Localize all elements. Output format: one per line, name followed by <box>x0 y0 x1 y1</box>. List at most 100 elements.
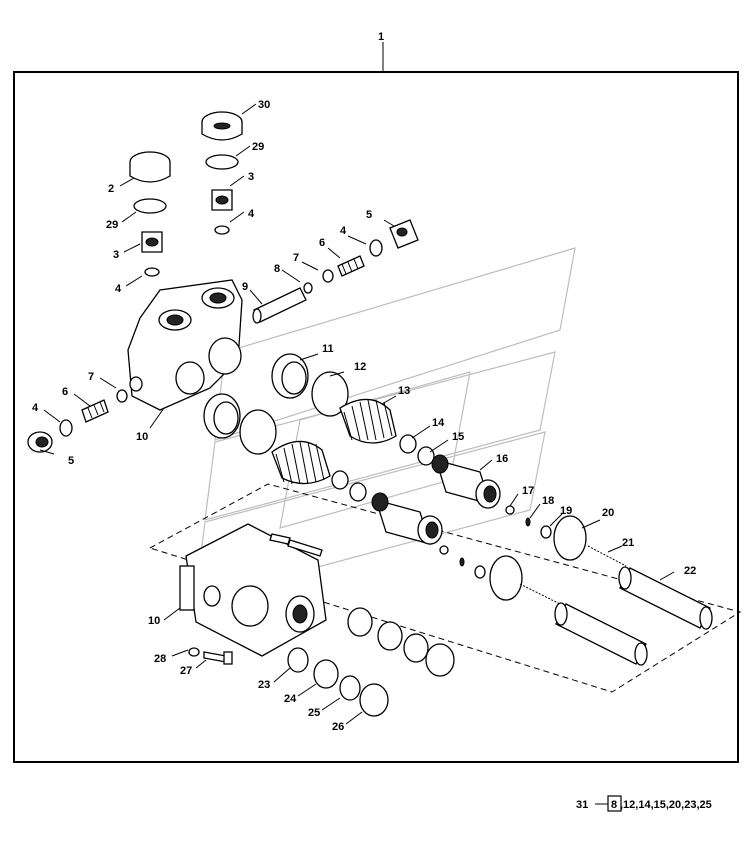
seal-23 <box>287 647 309 673</box>
spring-21 <box>587 545 627 567</box>
cap-22 <box>618 566 713 630</box>
callout-label: 27 <box>180 665 192 677</box>
ball-17 <box>505 505 515 515</box>
fitting-3-upper <box>211 189 233 211</box>
callout-label: 26 <box>332 721 344 733</box>
plug-5-right <box>389 219 419 249</box>
washer-28 <box>188 647 200 657</box>
callout-label: 17 <box>522 485 534 497</box>
ring-15 <box>417 446 435 466</box>
diagram-frame <box>13 71 739 763</box>
spring-13-lower <box>271 440 331 485</box>
seal-right-c <box>403 633 429 663</box>
leader-lines <box>39 103 675 725</box>
ring-19 <box>540 525 552 539</box>
o-ring-left <box>239 409 277 455</box>
kit-number: 31 <box>576 799 588 811</box>
pin-18 <box>525 517 531 527</box>
kit-reference: 31 8 ,12,14,15,20,23,25 <box>576 795 712 812</box>
callout-label: 15 <box>452 431 464 443</box>
spring-6-left <box>81 399 109 423</box>
callout-label: 6 <box>319 237 325 249</box>
callout-label: 20 <box>602 507 614 519</box>
spring-21-lower <box>519 583 561 605</box>
ring-8 <box>303 282 313 294</box>
o-ring-12 <box>311 371 349 417</box>
callout-label: 24 <box>284 693 297 705</box>
spool-9 <box>252 287 307 324</box>
pin-18-lower <box>459 557 465 567</box>
callout-label: 3 <box>113 249 119 261</box>
ring-19-lower <box>474 565 486 579</box>
callout-label: 4 <box>115 283 122 295</box>
callout-label: 21 <box>622 537 634 549</box>
seal-24 <box>313 659 339 689</box>
o-ring-20 <box>553 515 587 561</box>
cap-2 <box>129 151 171 183</box>
seal-25 <box>339 675 361 701</box>
kit-boxed-item: 8 <box>611 799 617 811</box>
callout-label: 7 <box>293 252 299 264</box>
callout-label: 29 <box>106 219 118 231</box>
callout-label: 18 <box>542 495 554 507</box>
callout-label: 7 <box>88 371 94 383</box>
callout-assembly: 1 <box>378 31 384 43</box>
bolt-27 <box>203 651 233 665</box>
seal-right-b <box>377 621 403 651</box>
callout-label: 10 <box>148 615 160 627</box>
fitting-3-left <box>141 231 163 253</box>
o-ring-4-upper <box>214 225 230 235</box>
callout-label: 5 <box>68 455 74 467</box>
callout-label: 10 <box>136 431 148 443</box>
o-ring-14 <box>399 434 417 454</box>
sub-assembly-dashed-outline <box>148 483 742 693</box>
bolt-upper-sub <box>269 533 323 557</box>
plug-5-left <box>27 431 53 453</box>
kit-bracket <box>607 795 622 812</box>
o-ring-20-lower <box>489 555 523 601</box>
ring-left-15 <box>349 482 367 502</box>
callout-label: 4 <box>340 225 347 237</box>
callout-label: 30 <box>258 99 270 111</box>
valve-body-upper <box>127 279 243 411</box>
cap-22-lower <box>554 602 648 666</box>
callout-label: 16 <box>496 453 508 465</box>
callout-label: 29 <box>252 141 264 153</box>
callout-label: 28 <box>154 653 166 665</box>
callout-label: 8 <box>274 263 280 275</box>
o-ring-4-right <box>369 239 383 257</box>
o-ring-left-14 <box>331 470 349 490</box>
callout-label: 22 <box>684 565 696 577</box>
washer-7-left <box>116 389 128 403</box>
o-ring-29-left <box>133 198 167 214</box>
callout-label: 23 <box>258 679 270 691</box>
seal-right-a <box>347 607 373 637</box>
o-ring-26 <box>359 683 389 717</box>
callout-label: 12 <box>354 361 366 373</box>
seal-11 <box>271 353 309 399</box>
valve-body-lower <box>179 523 327 657</box>
callout-label: 13 <box>398 385 410 397</box>
callout-label: 11 <box>322 343 334 355</box>
o-ring-4-left-side <box>59 419 73 437</box>
callout-label: 3 <box>248 171 254 183</box>
kit-items: ,12,14,15,20,23,25 <box>620 799 712 811</box>
callout-label: 4 <box>32 402 39 414</box>
callout-label: 9 <box>242 281 248 293</box>
o-ring-4-left <box>144 267 160 277</box>
plug-30 <box>201 111 243 141</box>
seal-left <box>203 393 241 439</box>
callout-label: 2 <box>108 183 114 195</box>
callout-label: 6 <box>62 386 68 398</box>
callout-label: 19 <box>560 505 572 517</box>
callout-label: 4 <box>248 208 255 220</box>
callout-label: 5 <box>366 209 372 221</box>
callout-label: 25 <box>308 707 320 719</box>
spring-6-right <box>337 255 365 277</box>
washer-7-right <box>322 269 334 283</box>
o-ring-right-d <box>425 643 455 677</box>
spring-13-upper <box>339 398 397 444</box>
o-ring-29-upper <box>205 154 239 170</box>
spool-16-lower <box>371 492 443 545</box>
